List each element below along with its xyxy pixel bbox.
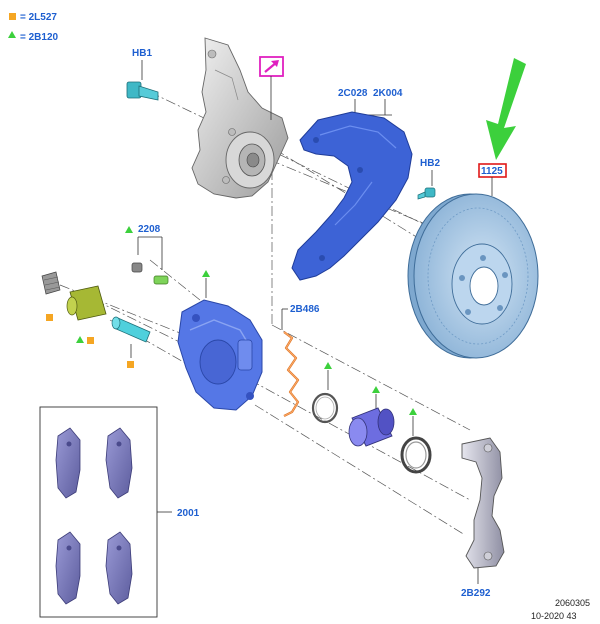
brake-pad-2 — [105, 427, 133, 499]
brake-rotor[interactable]: 1125 — [407, 163, 539, 359]
piston-triangle-marker — [372, 386, 380, 393]
label-hb1: HB1 — [132, 48, 152, 59]
piston-seal[interactable] — [311, 362, 339, 424]
diagram-footer: 2060305 10-2020 43 — [531, 598, 590, 621]
label-hb2: HB2 — [420, 158, 440, 169]
guide-pin-cap-square-marker — [46, 314, 53, 321]
legend: = 2L527 = 2B120 — [8, 12, 59, 43]
label-1125: 1125 — [481, 166, 503, 177]
brake-pad-kit[interactable]: 2001 — [39, 406, 200, 618]
piston-dust-boot[interactable] — [400, 408, 432, 474]
footer-code: 2060305 — [555, 598, 590, 608]
brake-pad-3 — [55, 531, 81, 605]
label-2b486: 2B486 — [290, 304, 320, 315]
bushing-triangle-marker — [76, 336, 84, 343]
pad-wear-sensor[interactable]: 2B486 — [281, 304, 320, 417]
label-2001: 2001 — [177, 508, 200, 519]
caliper-bracket[interactable]: 2B292 — [461, 437, 505, 599]
brake-caliper[interactable] — [177, 270, 263, 411]
guide-pin-cap[interactable] — [41, 271, 61, 321]
label-2k004: 2K004 — [373, 88, 403, 99]
arrow-link-icon — [264, 60, 279, 73]
legend-triangle-symbol — [8, 31, 16, 38]
guide-pin-bushing[interactable] — [66, 285, 107, 344]
green-pointer-arrow — [486, 58, 526, 160]
bleeder-triangle-marker — [125, 226, 133, 233]
seal-triangle-marker — [324, 362, 332, 369]
caliper-triangle-marker — [202, 270, 210, 277]
brake-pad-4 — [105, 531, 133, 605]
steering-knuckle[interactable] — [191, 37, 289, 199]
reference-link-button[interactable] — [259, 56, 284, 120]
label-2b292: 2B292 — [461, 588, 491, 599]
rotor-label-box — [478, 163, 507, 178]
label-2c028: 2C028 — [338, 88, 368, 99]
legend-square-symbol — [9, 13, 16, 20]
splash-shield[interactable]: 2C028 2K004 — [291, 88, 413, 281]
footer-date: 10-2020 43 — [531, 611, 577, 621]
hub-bolt-hb1[interactable]: HB1 — [126, 48, 159, 101]
legend-item-2b120: = 2B120 — [20, 32, 59, 43]
shield-bolt-hb2[interactable]: HB2 — [417, 158, 440, 200]
bleeder-screw-2208[interactable]: 2208 — [125, 224, 169, 285]
legend-item-2l527: = 2L527 — [20, 12, 57, 23]
brake-pad-1 — [55, 427, 81, 499]
guide-pin-square-marker — [127, 361, 134, 368]
caliper-piston[interactable] — [348, 386, 395, 447]
boot-triangle-marker — [409, 408, 417, 415]
guide-pin[interactable] — [111, 316, 151, 368]
bushing-square-marker — [87, 337, 94, 344]
label-2208: 2208 — [138, 224, 161, 235]
